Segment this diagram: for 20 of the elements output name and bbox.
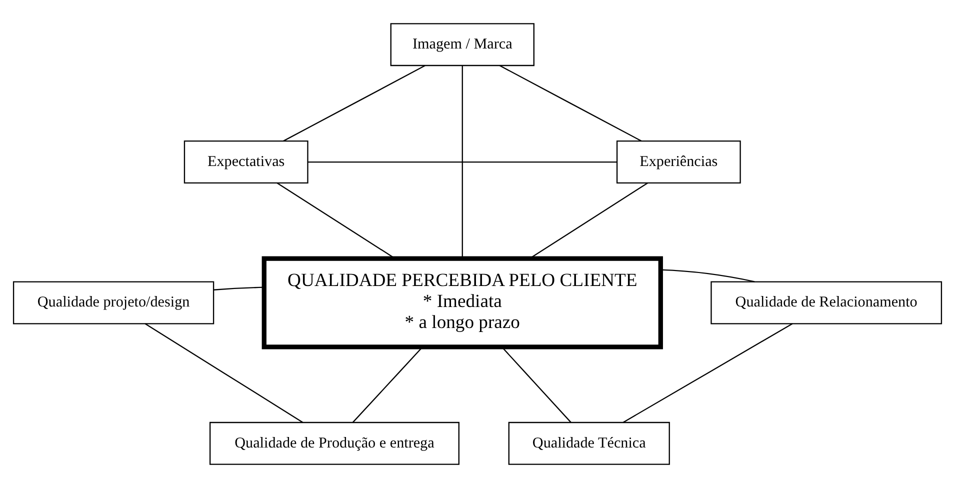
- node-box: Imagem / Marca: [390, 23, 534, 66]
- connector: [276, 182, 396, 259]
- node-box: Experiências: [616, 140, 741, 184]
- connector: [352, 346, 424, 423]
- node-box: Expectativas: [184, 140, 308, 184]
- connector: [660, 269, 755, 282]
- node-box: QUALIDADE PERCEBIDA PELO CLIENTE * Imediata * a longo prazo: [262, 256, 663, 350]
- connector: [144, 323, 304, 423]
- connector: [283, 65, 426, 142]
- connector: [499, 65, 642, 142]
- node-box: Qualidade projeto/design: [12, 281, 214, 324]
- connector: [462, 66, 463, 258]
- connector: [214, 286, 264, 290]
- node-box: Qualidade de Relacionamento: [710, 281, 942, 324]
- connector: [622, 323, 793, 423]
- connector: [308, 161, 617, 163]
- node-box: Qualidade de Produção e entrega: [209, 422, 460, 465]
- node-box: Qualidade Técnica: [508, 422, 670, 465]
- connector: [501, 346, 572, 423]
- connector: [530, 182, 648, 259]
